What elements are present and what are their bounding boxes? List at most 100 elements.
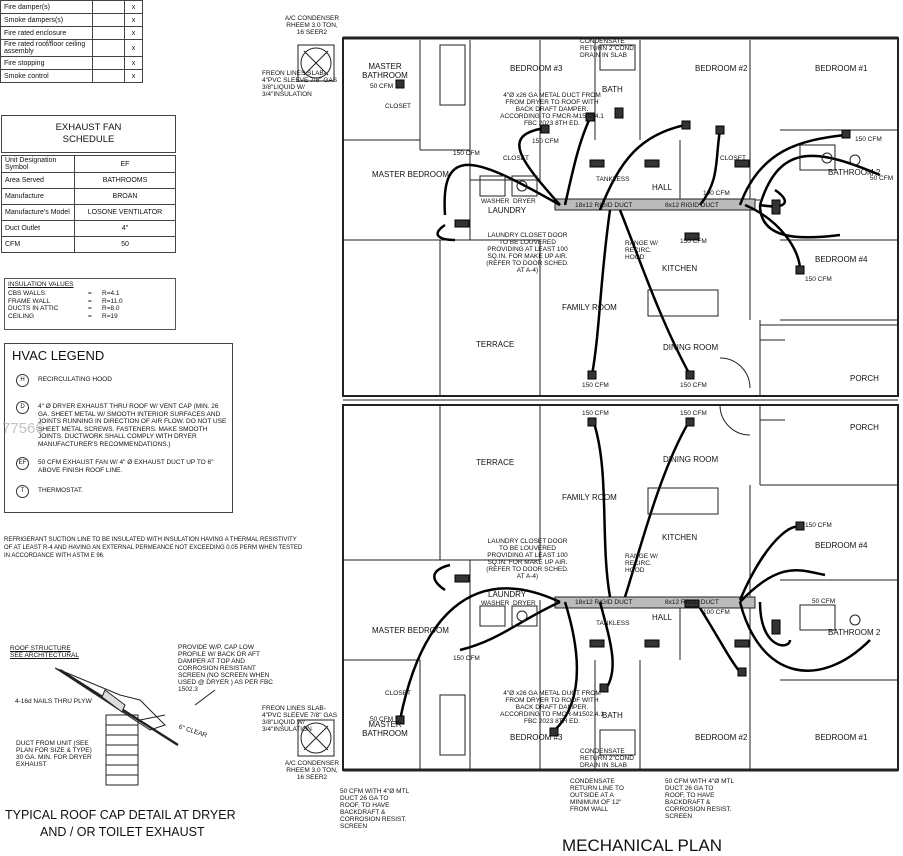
room-dining-top: DINING ROOM	[663, 343, 719, 352]
cfm-label: 50 CFM	[870, 175, 894, 182]
cfm-label: 150 CFM	[582, 410, 609, 417]
cfm-label: 150 CFM	[805, 522, 832, 529]
room-closet-top-2: CLOSET	[503, 155, 530, 162]
room-bedroom4-bottom: BEDROOM #4	[815, 541, 868, 550]
dryer-top: DRYER	[513, 198, 536, 205]
range-bottom: RANGE W/ RECIRC. HOOD	[625, 553, 658, 574]
refrigerant-note: REFRIGERANT SUCTION LINE TO BE INSULATED…	[4, 537, 303, 559]
room-laundry-top: LAUNDRY	[488, 206, 527, 215]
exhaust-value: LOSONE VENTILATOR	[74, 204, 176, 221]
washer-top: WASHER	[481, 198, 510, 205]
condensate-bottom: CONDENSATE RETURN 2"COND DRAIN IN SLAB	[580, 748, 634, 769]
cfm-label: 150 CFM	[453, 150, 480, 157]
rigid-duct-label-3: 18x12 RIGID DUCT	[575, 599, 633, 606]
cap-note: PROVIDE W/P. CAP LOW PROFILE W/ BACK DR …	[178, 644, 273, 693]
room-bath-top: BATH	[602, 85, 623, 94]
dryer-icon: D	[16, 401, 29, 414]
insulation-value: R=11.0	[102, 297, 123, 305]
bottom-50cfm-note: 50 CFM WITH 4"Ø MTL DUCT 26 GA TO ROOF, …	[340, 788, 409, 830]
room-terrace-top: TERRACE	[476, 340, 515, 349]
room-bedroom3-bottom: BEDROOM #3	[510, 733, 563, 742]
exhaust-title: EXHAUST FAN SCHEDULE	[1, 115, 176, 153]
insulation-key: CBS WALLS:	[8, 290, 47, 297]
dryer-bottom: DRYER	[513, 600, 536, 607]
room-master-bedroom-top: MASTER BEDROOM	[372, 170, 449, 179]
room-bedroom3-top: BEDROOM #3	[510, 64, 563, 73]
hood-icon: H	[16, 374, 29, 387]
room-terrace-bottom: TERRACE	[476, 458, 515, 467]
room-porch-bottom: PORCH	[850, 423, 879, 432]
insulation-title: INSULATION VALUES	[8, 281, 74, 288]
insulation-row: FRAME WALL=R=11.0	[8, 297, 123, 305]
room-laundry-bottom: LAUNDRY	[488, 590, 527, 599]
insulation-key: FRAME WALL	[8, 297, 51, 305]
exhaust-fan-icon: EF	[16, 457, 29, 470]
exhaust-fan-schedule: EXHAUST FAN SCHEDULE Unit Designation Sy…	[1, 115, 176, 255]
thermostat-icon: T	[16, 485, 29, 498]
room-closet-bottom: CLOSET	[385, 690, 412, 697]
rigid-duct-label-4: 8x12 RIGID DUCT	[665, 599, 719, 606]
room-closet-top: CLOSET	[385, 103, 412, 110]
cfm-label: 50 CFM	[812, 598, 836, 605]
range-top: RANGE W/ RECIRC. HOOD	[625, 240, 658, 261]
insulation-value: R=8.0	[102, 305, 120, 312]
room-kitchen-top: KITCHEN	[662, 264, 698, 273]
tankless-bottom: TANKLESS	[596, 620, 630, 627]
roof-cap-detail: ROOF STRUCTURE SEE ARCHITECTURAL PROVIDE…	[0, 640, 280, 840]
room-bathroom2-bottom: BATHROOM 2	[828, 628, 881, 637]
roof-structure-note: ROOF STRUCTURE SEE ARCHITECTURAL	[10, 645, 79, 659]
room-kitchen-bottom: KITCHEN	[662, 533, 698, 542]
room-master-bathroom-bottom: MASTER BATHROOM	[362, 720, 408, 738]
cfm-label: 150 CFM	[532, 138, 559, 145]
room-master-bedroom-bottom: MASTER BEDROOM	[372, 626, 449, 635]
cfm-label: 150 CFM	[680, 382, 707, 389]
rigid-duct-label-1: 18x12 RIGID DUCT	[575, 202, 633, 209]
rigid-duct-upper	[554, 198, 756, 211]
insulation-row: CBS WALLS:=R=4.1	[8, 290, 120, 297]
cfm-label: 150 CFM	[805, 276, 832, 283]
cfm-label: 150 CFM	[453, 655, 480, 662]
room-bedroom2-top: BEDROOM #2	[695, 64, 748, 73]
cfm-label: 100 CFM	[703, 190, 730, 197]
room-bedroom1-bottom: BEDROOM #1	[815, 733, 868, 742]
room-master-bathroom-top: MASTER BATHROOM	[362, 62, 408, 80]
insulation-row: CEILING=R=19	[8, 312, 118, 320]
laundry-note-bottom: LAUNDRY CLOSET DOOR TO BE LOUVERED PROVI…	[486, 538, 569, 580]
metal-duct-note-bottom: 4"Ø x26 GA METAL DUCT FROM FROM DRYER TO…	[500, 690, 604, 725]
detail-title-1: TYPICAL ROOF CAP DETAIL AT DRYER	[5, 808, 236, 822]
cfm-label: 150 CFM	[855, 136, 882, 143]
condenser-label-bottom: A/C CONDENSER RHEEM 3.0 TON, 16 SEER2	[284, 760, 340, 781]
exhaust-value: 50	[74, 236, 176, 253]
room-family-top: FAMILY ROOM	[562, 303, 617, 312]
cfm-label: 100 CFM	[703, 609, 730, 616]
room-bedroom1-top: BEDROOM #1	[815, 64, 868, 73]
insulation-key: CEILING	[8, 312, 35, 320]
room-closet-top-3: CLOSET	[720, 155, 747, 162]
tankless-top: TANKLESS	[596, 176, 630, 183]
room-bath-bottom: BATH	[602, 711, 623, 720]
room-dining-bottom: DINING ROOM	[663, 455, 719, 464]
legend-title: HVAC LEGEND	[12, 348, 105, 363]
insulation-value: R=4.1	[102, 290, 120, 297]
bottom-return-note: CONDENSATE RETURN LINE TO OUTSIDE AT A M…	[570, 778, 624, 813]
insulation-row: DUCTS IN ATTIC=R=8.0	[8, 305, 120, 312]
metal-duct-note-top: 4"Ø x26 GA METAL DUCT FROM FROM DRYER TO…	[500, 92, 604, 127]
laundry-note-top: LAUNDRY CLOSET DOOR TO BE LOUVERED PROVI…	[486, 232, 569, 274]
insulation-value: R=19	[102, 312, 118, 320]
room-hall-top: HALL	[652, 183, 673, 192]
mechanical-plan-title: MECHANICAL PLAN	[562, 836, 722, 855]
cfm-label: 50 CFM	[370, 716, 394, 723]
detail-title-2: AND / OR TOILET EXHAUST	[40, 825, 205, 839]
